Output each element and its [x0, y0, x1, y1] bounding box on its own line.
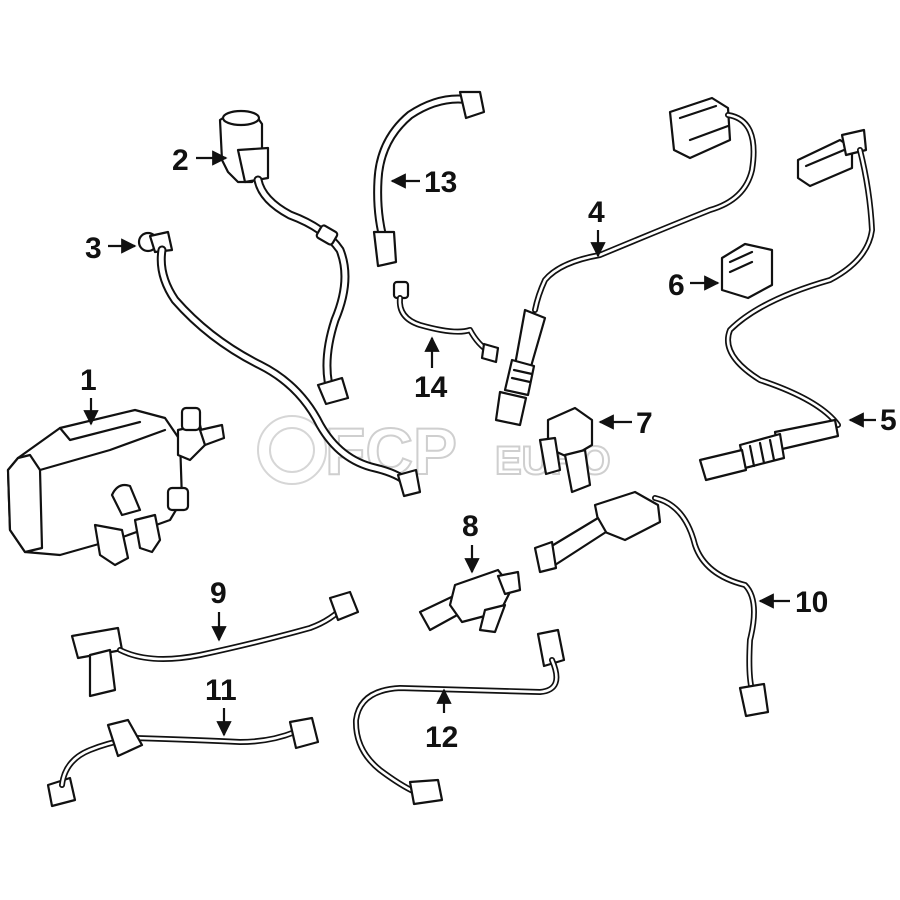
part-2-vent-valve: [218, 109, 350, 406]
callout-label-14: 14: [414, 371, 448, 404]
part-3-purge-line: [137, 230, 422, 498]
callout-7: 7: [598, 407, 653, 440]
callout-label-3: 3: [85, 232, 102, 265]
callout-1: 1: [80, 364, 99, 426]
callout-12: 12: [425, 688, 458, 754]
callout-label-1: 1: [80, 364, 97, 397]
part-14-line: [392, 280, 500, 364]
callout-11: 11: [205, 674, 237, 737]
callout-10: 10: [758, 586, 828, 619]
part-6-connector: [720, 242, 774, 300]
part-4-oxygen-sensor: [494, 96, 757, 427]
callout-8: 8: [462, 510, 480, 574]
callout-3: 3: [85, 232, 137, 265]
callout-label-12: 12: [425, 721, 458, 754]
part-11-wiring: [46, 716, 320, 808]
callout-label-2: 2: [172, 144, 189, 177]
callout-13: 13: [390, 166, 457, 199]
callout-label-4: 4: [588, 196, 605, 229]
callout-5: 5: [848, 404, 897, 437]
callout-label-5: 5: [880, 404, 897, 437]
part-8-tee-connector: [418, 568, 522, 634]
callout-label-11: 11: [205, 674, 237, 707]
callout-6: 6: [668, 269, 720, 302]
callout-label-10: 10: [795, 586, 828, 619]
callout-14: 14: [414, 336, 448, 404]
part-7-sensor: [538, 406, 594, 494]
callout-label-8: 8: [462, 510, 479, 543]
callout-label-7: 7: [636, 407, 653, 440]
callout-2: 2: [172, 144, 228, 177]
part-12-wiring: [352, 628, 566, 806]
part-10-sensor-line: [533, 490, 770, 718]
callout-label-6: 6: [668, 269, 685, 302]
part-1-charcoal-canister: [6, 406, 226, 567]
part-5-oxygen-sensor: [698, 128, 875, 482]
callout-label-13: 13: [424, 166, 457, 199]
callout-9: 9: [210, 577, 227, 642]
callout-label-9: 9: [210, 577, 227, 610]
part-9-wiring: [70, 590, 360, 698]
part-13-hose: [372, 90, 486, 268]
callout-4: 4: [588, 196, 606, 258]
